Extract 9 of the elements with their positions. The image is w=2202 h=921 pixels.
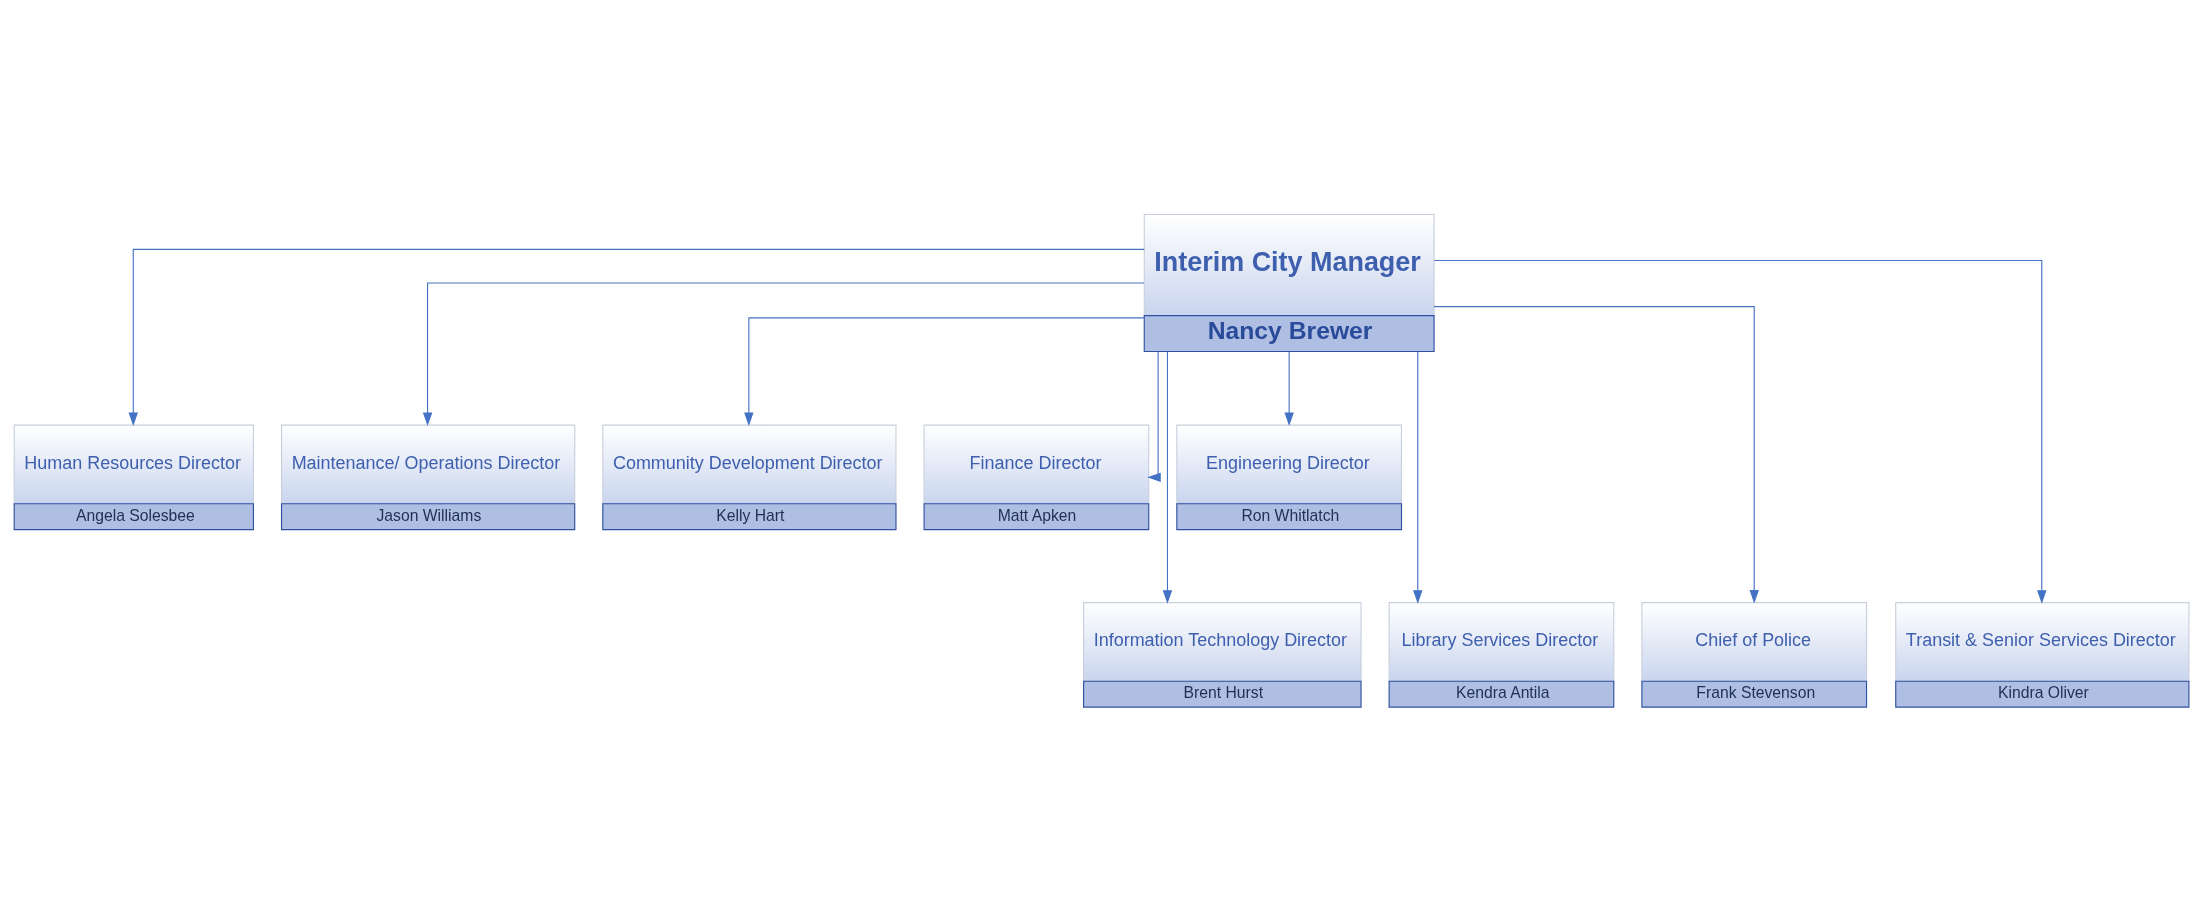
- arrow: [1413, 351, 1423, 604]
- arrow: [1433, 306, 1759, 604]
- arrow: [744, 317, 1145, 426]
- arrow: [1433, 260, 2047, 604]
- arrow: [422, 282, 1145, 427]
- arrow: [1284, 351, 1294, 426]
- arrow: [128, 248, 1145, 426]
- arrow: [1162, 351, 1173, 604]
- arrow: [1147, 351, 1161, 483]
